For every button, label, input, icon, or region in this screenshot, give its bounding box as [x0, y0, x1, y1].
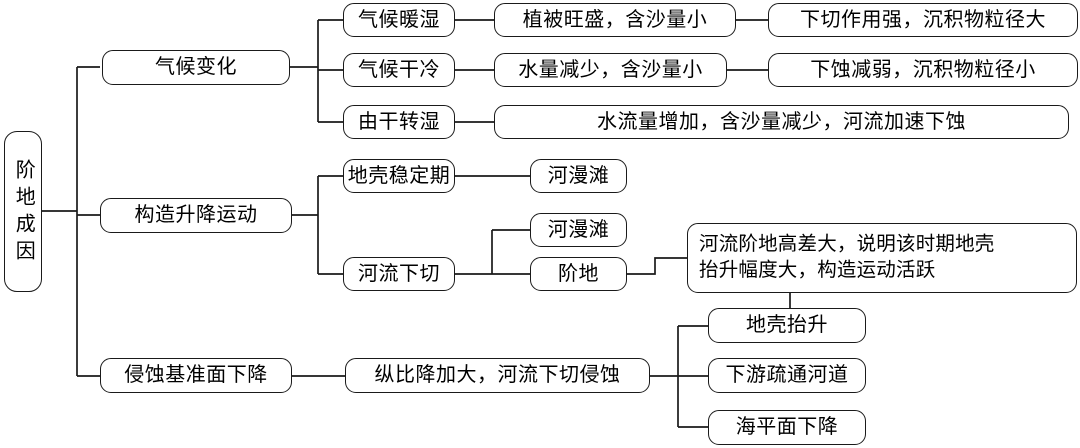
node-sea-level-fall[interactable]: 海平面下降	[708, 410, 866, 445]
node-crustal-uplift[interactable]: 地壳抬升	[708, 308, 866, 343]
node-weak-downcutting[interactable]: 下蚀减弱，沉积物粒径小	[768, 53, 1078, 87]
node-strong-downcutting[interactable]: 下切作用强，沉积物粒径大	[768, 3, 1078, 37]
node-gradient-increase[interactable]: 纵比降加大，河流下切侵蚀	[345, 358, 650, 393]
node-vegetation-lush[interactable]: 植被旺盛，含沙量小	[494, 3, 736, 37]
node-dry-to-humid[interactable]: 由干转湿	[343, 105, 455, 139]
node-water-volume-decrease[interactable]: 水量减少，含沙量小	[494, 53, 727, 87]
node-floodplain-stable[interactable]: 河漫滩	[530, 159, 627, 193]
node-terrace[interactable]: 阶地	[530, 257, 627, 291]
node-climate-change[interactable]: 气候变化	[102, 50, 290, 85]
node-root-terrace-origin[interactable]: 阶地成因	[4, 131, 42, 292]
node-dry-cold-climate[interactable]: 气候干冷	[343, 53, 455, 87]
node-floodplain-incision[interactable]: 河漫滩	[530, 213, 627, 247]
node-base-level-fall[interactable]: 侵蚀基准面下降	[100, 358, 292, 393]
node-downstream-dredging[interactable]: 下游疏通河道	[708, 358, 866, 393]
node-crust-stable-period[interactable]: 地壳稳定期	[343, 159, 455, 193]
node-warm-humid-climate[interactable]: 气候暖湿	[343, 3, 455, 37]
node-river-downcutting[interactable]: 河流下切	[343, 257, 455, 291]
node-terrace-elevation-note[interactable]: 河流阶地高差大，说明该时期地壳 抬升幅度大，构造运动活跃	[687, 223, 1077, 293]
node-flow-increase-incision[interactable]: 水流量增加，含沙量减少，河流加速下蚀	[494, 105, 1069, 139]
node-tectonic-movement[interactable]: 构造升降运动	[100, 198, 292, 233]
